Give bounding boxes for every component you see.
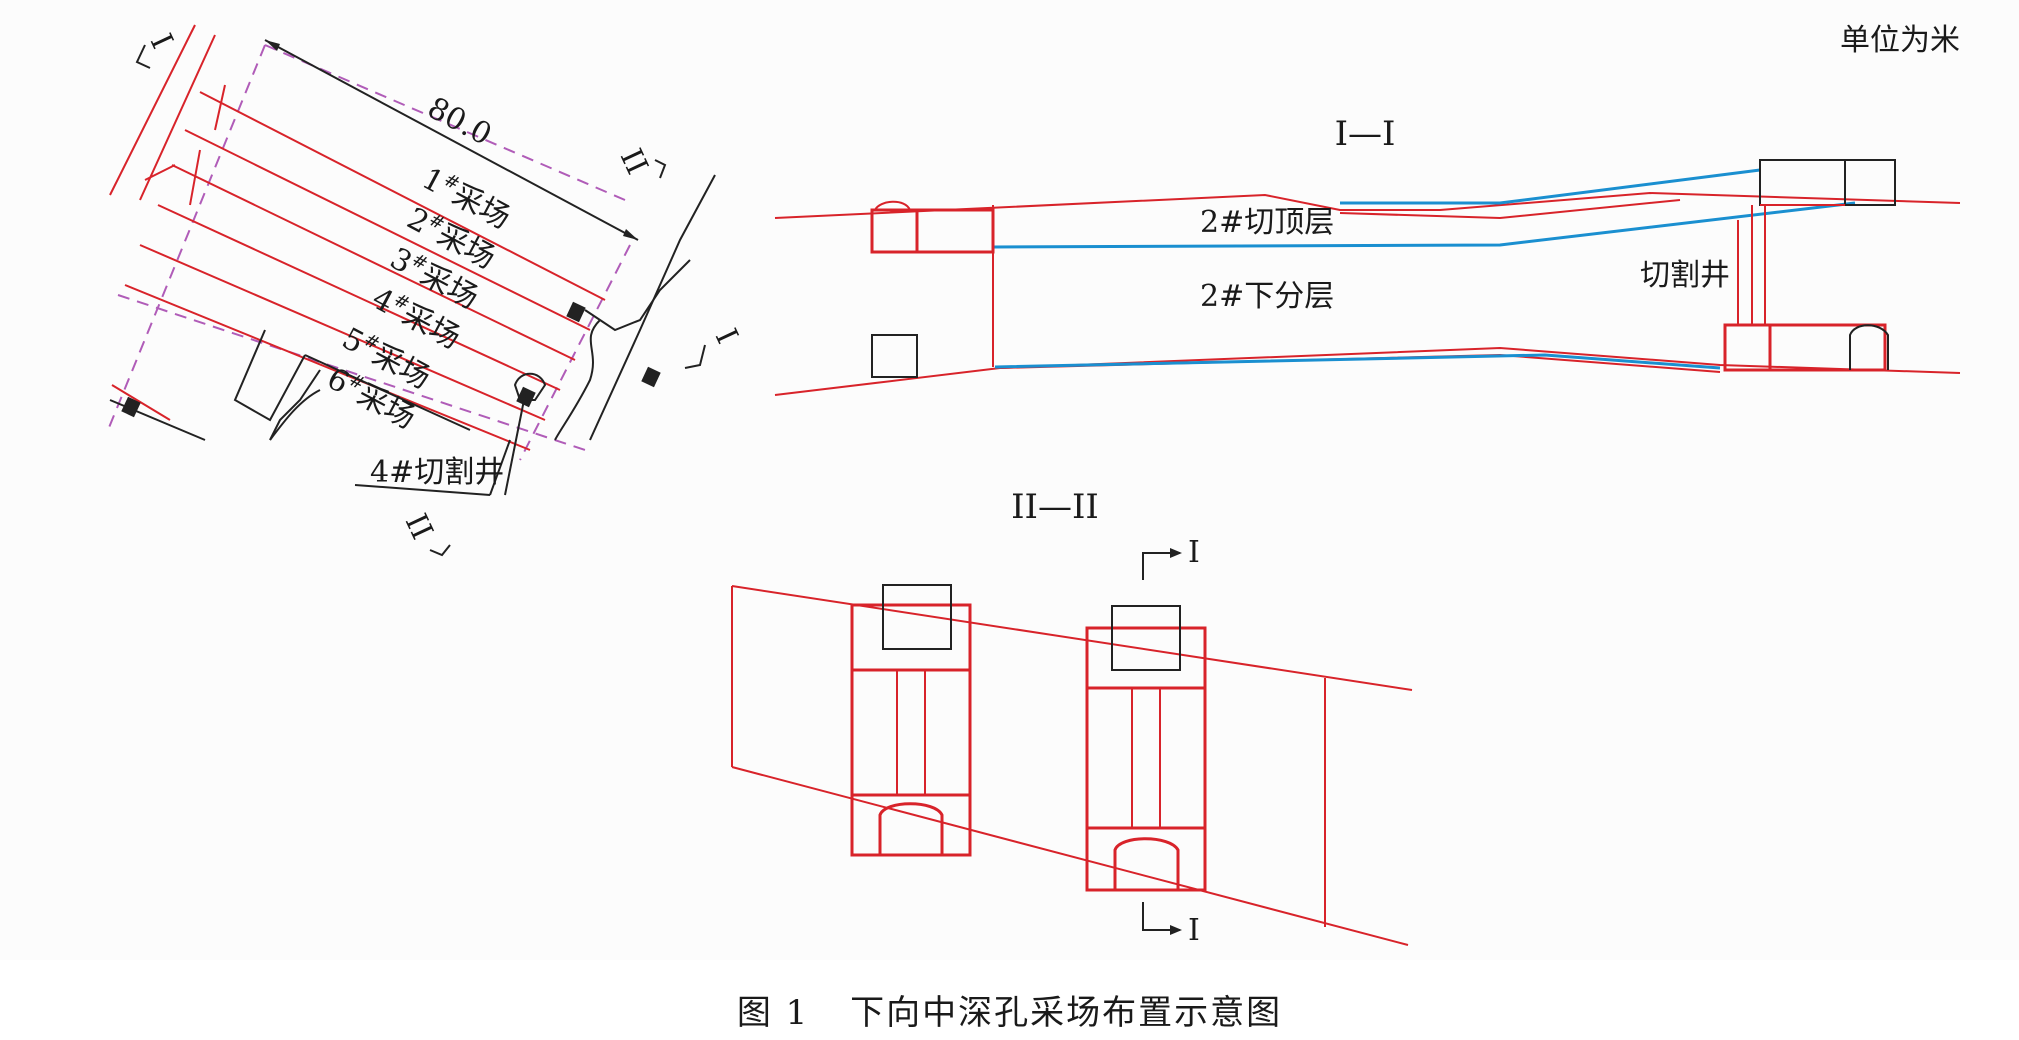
unit-note: 单位为米	[1840, 23, 1960, 58]
plan-view: 80.0 1#采场 2#采场 3#采场 4#采场 5#采场 6#采场 4#切割井…	[107, 24, 745, 557]
caption-number: 图 1	[736, 993, 810, 1033]
lower-layer-label: 2#下分层	[1200, 279, 1334, 314]
section-1-title: I—I	[1335, 114, 1396, 154]
layout-diagram: 单位为米	[107, 23, 1961, 948]
roof-layer-label: 2#切顶层	[1200, 205, 1334, 240]
svg-text:II: II	[398, 509, 440, 545]
section-2-2: II—II I	[731, 487, 1413, 948]
section-2-title: II—II	[1011, 487, 1099, 527]
svg-text:I: I	[1188, 535, 1200, 570]
access-drifts	[109, 174, 716, 496]
svg-text:I: I	[708, 324, 745, 350]
svg-text:II: II	[613, 144, 655, 180]
stope-label-5: 5#采场	[336, 320, 436, 396]
caption-text: 下向中深孔采场布置示意图	[850, 993, 1283, 1033]
svg-text:I: I	[143, 29, 180, 55]
section-1-1: I—I 2#切顶层 2#下分层 切割井	[774, 114, 1961, 396]
cut-raise-label: 4#切割井	[370, 455, 504, 490]
stope-dividers	[111, 84, 606, 451]
cut-raise-section-label: 切割井	[1640, 258, 1730, 293]
figure-caption: 图 1 下向中深孔采场布置示意图	[0, 985, 2019, 1034]
svg-text:I: I	[1188, 913, 1200, 948]
section-2-markers: I I	[1142, 535, 1200, 948]
dimension-80: 80.0	[264, 39, 639, 241]
